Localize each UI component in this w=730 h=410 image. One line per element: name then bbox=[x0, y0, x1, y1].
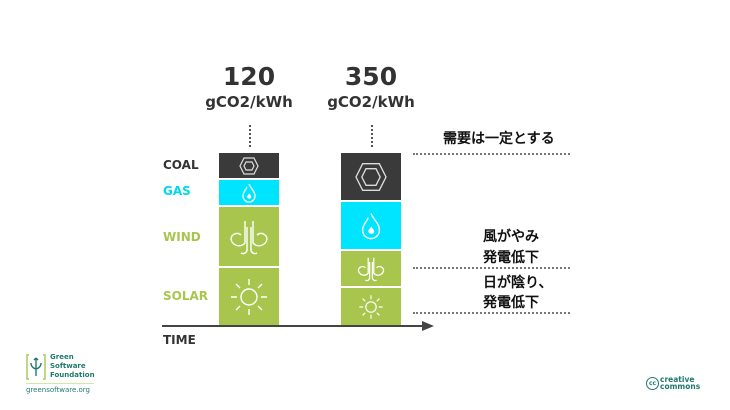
connector bbox=[371, 125, 373, 147]
col2-unit: gCO2/kWh bbox=[327, 93, 415, 111]
axis-label-time: TIME bbox=[163, 333, 196, 347]
coal-hexagon-icon bbox=[239, 156, 259, 175]
col2-intensity: 350 bbox=[344, 62, 398, 91]
note-solar-line1: 日が陰り、 bbox=[483, 275, 553, 291]
legend-coal: COAL bbox=[163, 158, 199, 172]
bar-120 bbox=[219, 153, 279, 326]
solar-segment bbox=[219, 268, 279, 326]
wind-segment bbox=[219, 207, 279, 268]
note-demand: 需要は一定とする bbox=[443, 131, 555, 147]
gas-segment bbox=[341, 202, 401, 251]
flame-icon bbox=[361, 212, 381, 239]
wind-guide-line bbox=[413, 267, 570, 269]
cc-icon: cc bbox=[646, 376, 659, 390]
wind-icon bbox=[357, 257, 385, 281]
note-wind-line1: 風がやみ bbox=[483, 229, 539, 245]
wind-icon bbox=[230, 220, 268, 254]
legend-solar: SOLAR bbox=[163, 289, 209, 303]
gsf-name-2: Software bbox=[50, 362, 86, 370]
note-solar-line2: 発電低下 bbox=[483, 295, 539, 311]
cc-text-2: commons bbox=[660, 382, 701, 391]
coal-segment bbox=[219, 153, 279, 180]
gsf-logo: Green Software Foundation bbox=[26, 353, 95, 384]
note-wind-line2: 発電低下 bbox=[483, 250, 539, 266]
gsf-leaf-icon bbox=[26, 354, 46, 380]
sun-icon bbox=[359, 295, 383, 319]
col1-intensity: 120 bbox=[222, 62, 276, 91]
solar-segment bbox=[341, 288, 401, 326]
gsf-name-3: Foundation bbox=[50, 371, 95, 379]
gsf-name-1: Green bbox=[50, 353, 74, 361]
gas-segment bbox=[219, 180, 279, 207]
coal-hexagon-icon bbox=[355, 162, 387, 191]
col1-unit: gCO2/kWh bbox=[205, 93, 293, 111]
time-axis-arrow bbox=[162, 321, 434, 331]
sun-icon bbox=[231, 279, 267, 315]
bar-350 bbox=[341, 153, 401, 326]
solar-guide-line bbox=[413, 312, 570, 314]
flame-icon bbox=[242, 183, 256, 203]
gsf-url: greensoftware.org bbox=[26, 386, 90, 394]
legend-gas: GAS bbox=[163, 184, 191, 198]
cc-text-1: creative bbox=[660, 375, 695, 384]
coal-segment bbox=[341, 153, 401, 202]
wind-segment bbox=[341, 251, 401, 288]
demand-guide-line bbox=[413, 153, 570, 155]
gsf-divider bbox=[26, 383, 94, 384]
connector bbox=[249, 125, 251, 147]
legend-wind: WIND bbox=[163, 230, 201, 244]
creative-commons-logo: cc creative commons bbox=[646, 376, 700, 390]
